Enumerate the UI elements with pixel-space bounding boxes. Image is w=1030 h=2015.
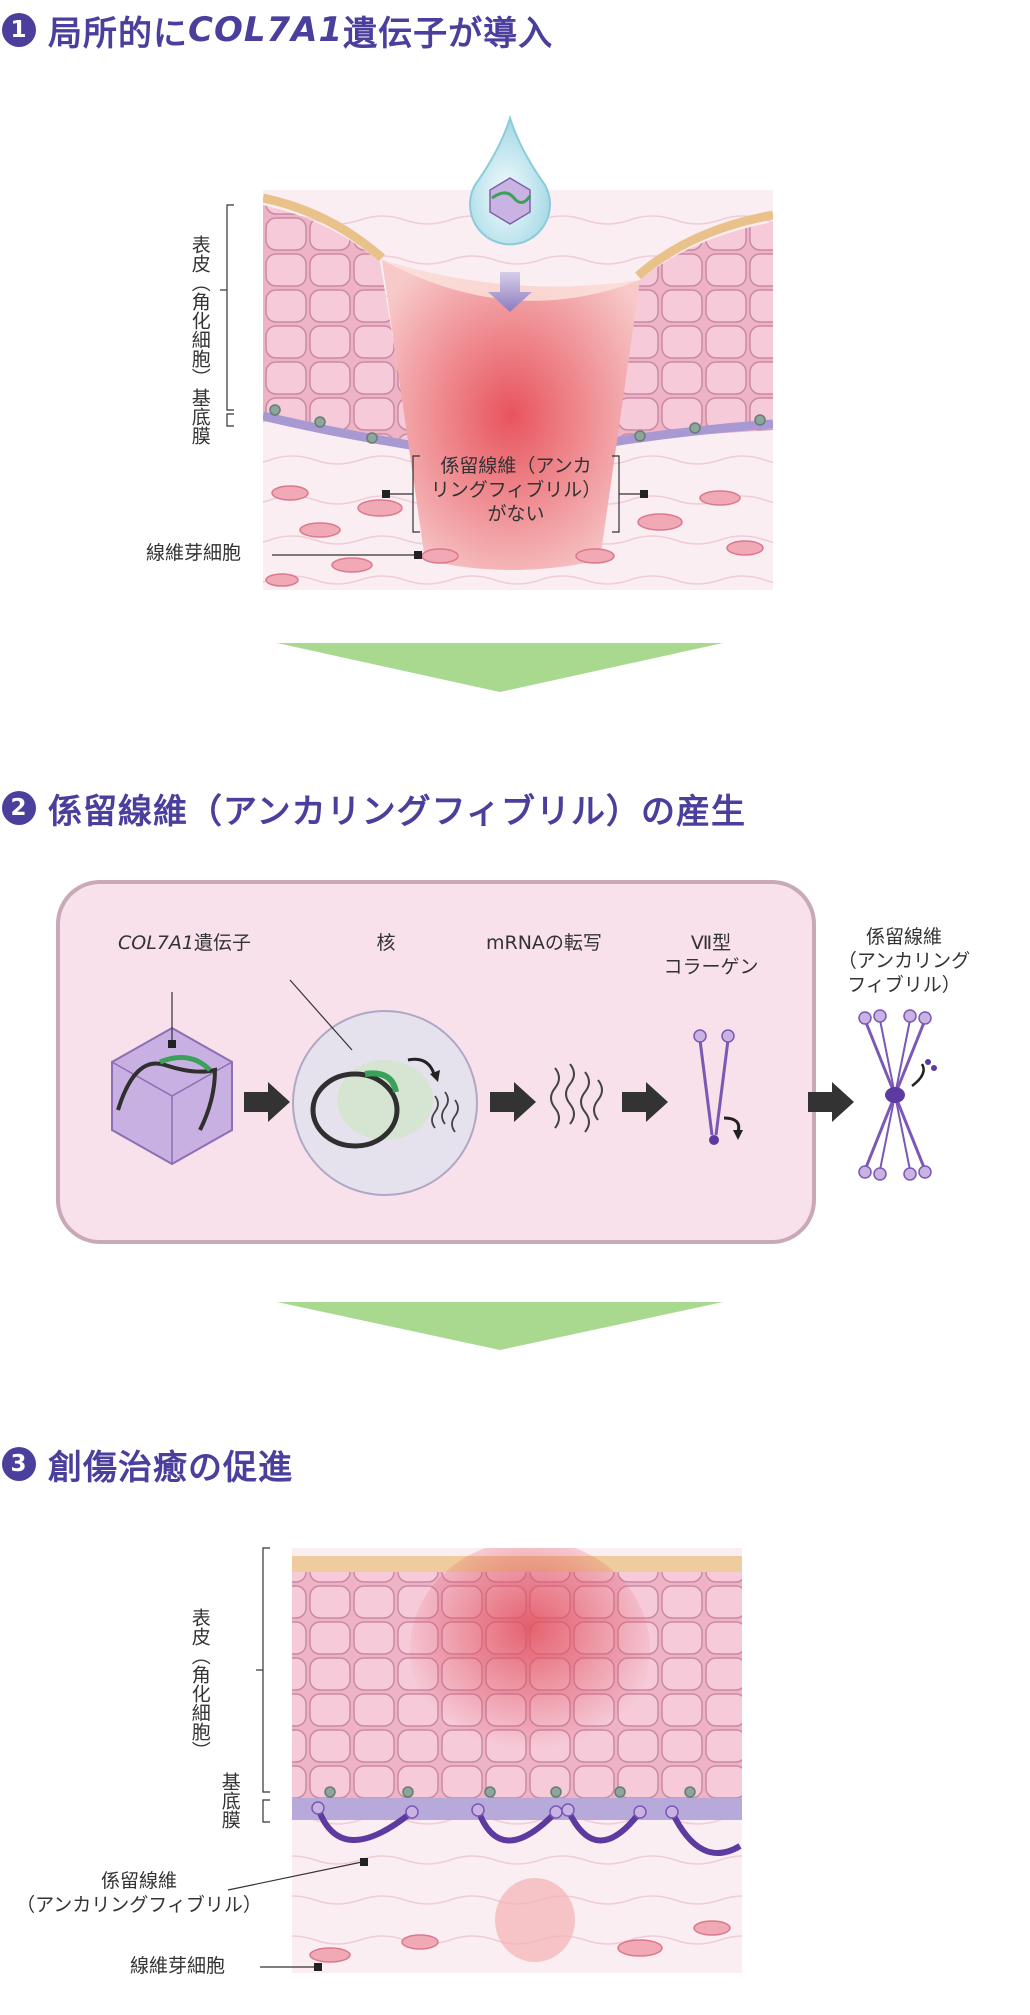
p2-collagen-line2: コラーゲン <box>663 955 759 978</box>
step-2-title: 2 係留線維（アンカリングフィブリル）の産生 <box>2 786 746 832</box>
p3-fibril-line2: （アンカリングフィブリル） <box>16 1893 262 1916</box>
p3-epidermis-text: 表皮 <box>188 1608 211 1646</box>
step-1-title-gene: COL7A1 <box>188 10 344 50</box>
p2-fibril-label: 係留線維 （アンカリング フィブリル） <box>826 926 982 997</box>
p1-basement-label: 基底膜 <box>188 388 211 445</box>
step-1-title-before: 局所的に <box>48 13 188 54</box>
p3-epidermis-label: 表皮（角化細胞） <box>188 1608 211 1760</box>
p2-mrna-label: mRNAの転写 <box>486 932 602 954</box>
step-2-number: 2 <box>2 791 36 825</box>
vector-droplet <box>469 114 551 312</box>
p1-missing-line3: がない <box>487 502 545 525</box>
p2-fibril-line3: フィブリル） <box>847 973 961 996</box>
step-1-number: 1 <box>2 13 36 47</box>
step-2-title-text: 係留線維（アンカリングフィブリル）の産生 <box>48 791 746 832</box>
p2-fibril-line2: （アンカリング <box>837 949 971 972</box>
p2-nucleus-label: 核 <box>376 932 396 954</box>
p1-epidermis-label: 表皮（角化細胞） <box>188 235 211 387</box>
anchoring-fibrils-restored <box>315 1806 742 1857</box>
p3-fibril-line1: 係留線維 <box>100 1870 177 1892</box>
collagen-vii-molecules <box>693 1029 743 1145</box>
p2-gene-italic: COL7A1 <box>118 932 194 954</box>
p1-missing-line1: 係留線維（アンカ <box>440 455 592 477</box>
p1-epidermis-text: 表皮 <box>188 235 211 273</box>
mrna-strands <box>550 1063 603 1133</box>
step-3-title-text: 創傷治癒の促進 <box>48 1447 293 1488</box>
p1-missing-line2: リングフィブリル） <box>430 478 602 501</box>
aav-capsid <box>111 992 233 1166</box>
p3-epidermis-sub: （角化細胞） <box>188 1646 211 1760</box>
flow-arrow-2 <box>277 1302 723 1350</box>
p2-gene-label: COL7A1遺伝子 <box>118 932 251 956</box>
wound-skin-illustration <box>263 190 773 590</box>
p1-fibroblast-label: 線維芽細胞 <box>146 542 242 564</box>
step-3-number: 3 <box>2 1447 36 1481</box>
healed-skin-illustration <box>292 1548 742 1973</box>
p2-gene-suffix: 遺伝子 <box>193 932 251 954</box>
p1-missing-fibril-label: 係留線維（アンカ リングフィブリル） がない <box>420 455 612 526</box>
process-arrows <box>244 1082 854 1122</box>
p1-epidermis-sub: （角化細胞） <box>188 273 211 387</box>
p2-collagen-label: Ⅶ型 コラーゲン <box>652 932 770 980</box>
step-3-title: 3 創傷治癒の促進 <box>2 1442 293 1488</box>
p2-collagen-line1: Ⅶ型 <box>690 932 732 954</box>
p3-fibril-label: 係留線維 （アンカリングフィブリル） <box>4 1870 274 1918</box>
p3-basement-label: 基底膜 <box>218 1772 241 1829</box>
step-1-title-after: 遺伝子が導入 <box>343 13 554 54</box>
anchoring-fibril <box>858 1009 937 1181</box>
nucleus <box>289 979 478 1196</box>
fibroblast-cells <box>265 485 764 587</box>
p2-fibril-line1: 係留線維 <box>865 926 942 948</box>
p3-fibroblast-label: 線維芽細胞 <box>130 1955 226 1977</box>
flow-arrow-1 <box>277 643 723 692</box>
